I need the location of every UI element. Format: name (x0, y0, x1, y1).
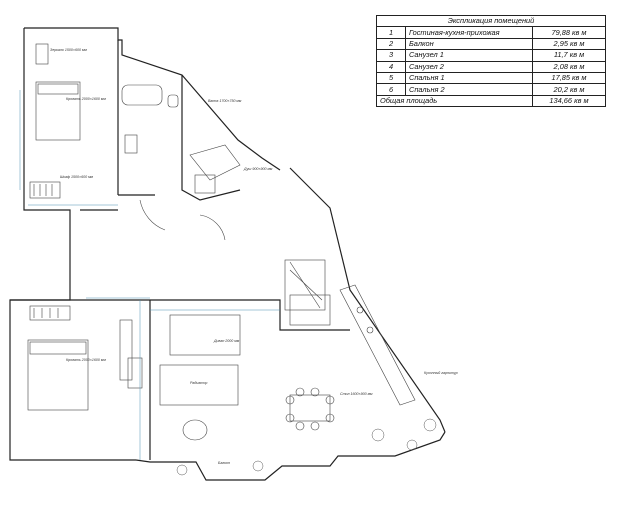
total-label: Общая площадь (376, 94, 533, 108)
table-label: Стол 1600×900 мм (340, 392, 373, 396)
room-name: Санузел 2 (405, 60, 533, 73)
radiator-label: Радиатор (190, 381, 207, 385)
total-row: Общая площадь 134,66 кв м (376, 94, 606, 108)
bed1-label: Кровать 2000×1600 мм (66, 97, 106, 101)
plants (176, 418, 437, 476)
dimension-lines (19, 90, 280, 460)
table-title-row: Экспликация помещений (376, 14, 606, 28)
sofa-label: Диван 2000 мм (213, 339, 240, 343)
mirror-label: Зеркало 1500×600 мм (50, 48, 87, 52)
room-area: 2,95 кв м (532, 37, 606, 51)
balcony-label: Балкон (218, 461, 230, 465)
bedroom-1 (29, 43, 81, 199)
room-name: Балкон (405, 37, 533, 51)
room-name: Гостиная-кухня-прихожая (405, 26, 533, 39)
bath-label: Ванна 1700×750 мм (208, 99, 242, 103)
row-number: 5 (376, 71, 406, 85)
room-name: Спальня 1 (405, 71, 533, 85)
table-title: Экспликация помещений (376, 14, 606, 28)
row-number: 3 (376, 49, 406, 62)
table-row: 2 Балкон 2,95 кв м (376, 37, 606, 51)
row-number: 4 (376, 60, 406, 73)
living-kitchen (127, 259, 416, 441)
row-number: 2 (376, 37, 406, 51)
room-area: 79,88 кв м (532, 26, 606, 39)
row-number: 1 (376, 26, 406, 39)
room-area: 17,85 кв м (532, 71, 606, 85)
room-area: 20,2 кв м (532, 83, 606, 96)
wardrobe-label: Шкаф 1500×600 мм (60, 175, 94, 179)
row-number: 6 (376, 83, 406, 96)
bathroom (121, 84, 241, 241)
shower-label: Душ 900×900 мм (243, 167, 273, 171)
table-row: 3 Санузел 1 11,7 кв м (376, 49, 606, 62)
bedroom-2 (27, 305, 133, 411)
kitchen-label: Кухонный гарнитур (424, 371, 458, 375)
explication-table: Экспликация помещений 1 Гостиная-кухня-п… (376, 14, 606, 108)
room-area: 11,7 кв м (532, 49, 606, 62)
total-value: 134,66 кв м (532, 94, 606, 108)
room-name: Санузел 1 (405, 49, 533, 62)
bed2-label: Кровать 2000×1600 мм (66, 358, 106, 362)
table-row: 1 Гостиная-кухня-прихожая 79,88 кв м (376, 26, 606, 39)
table-row: 6 Спальня 2 20,2 кв м (376, 83, 606, 96)
room-area: 2,08 кв м (532, 60, 606, 73)
table-row: 4 Санузел 2 2,08 кв м (376, 60, 606, 73)
room-name: Спальня 2 (405, 83, 533, 96)
table-row: 5 Спальня 1 17,85 кв м (376, 71, 606, 85)
outer-walls (9, 27, 446, 481)
